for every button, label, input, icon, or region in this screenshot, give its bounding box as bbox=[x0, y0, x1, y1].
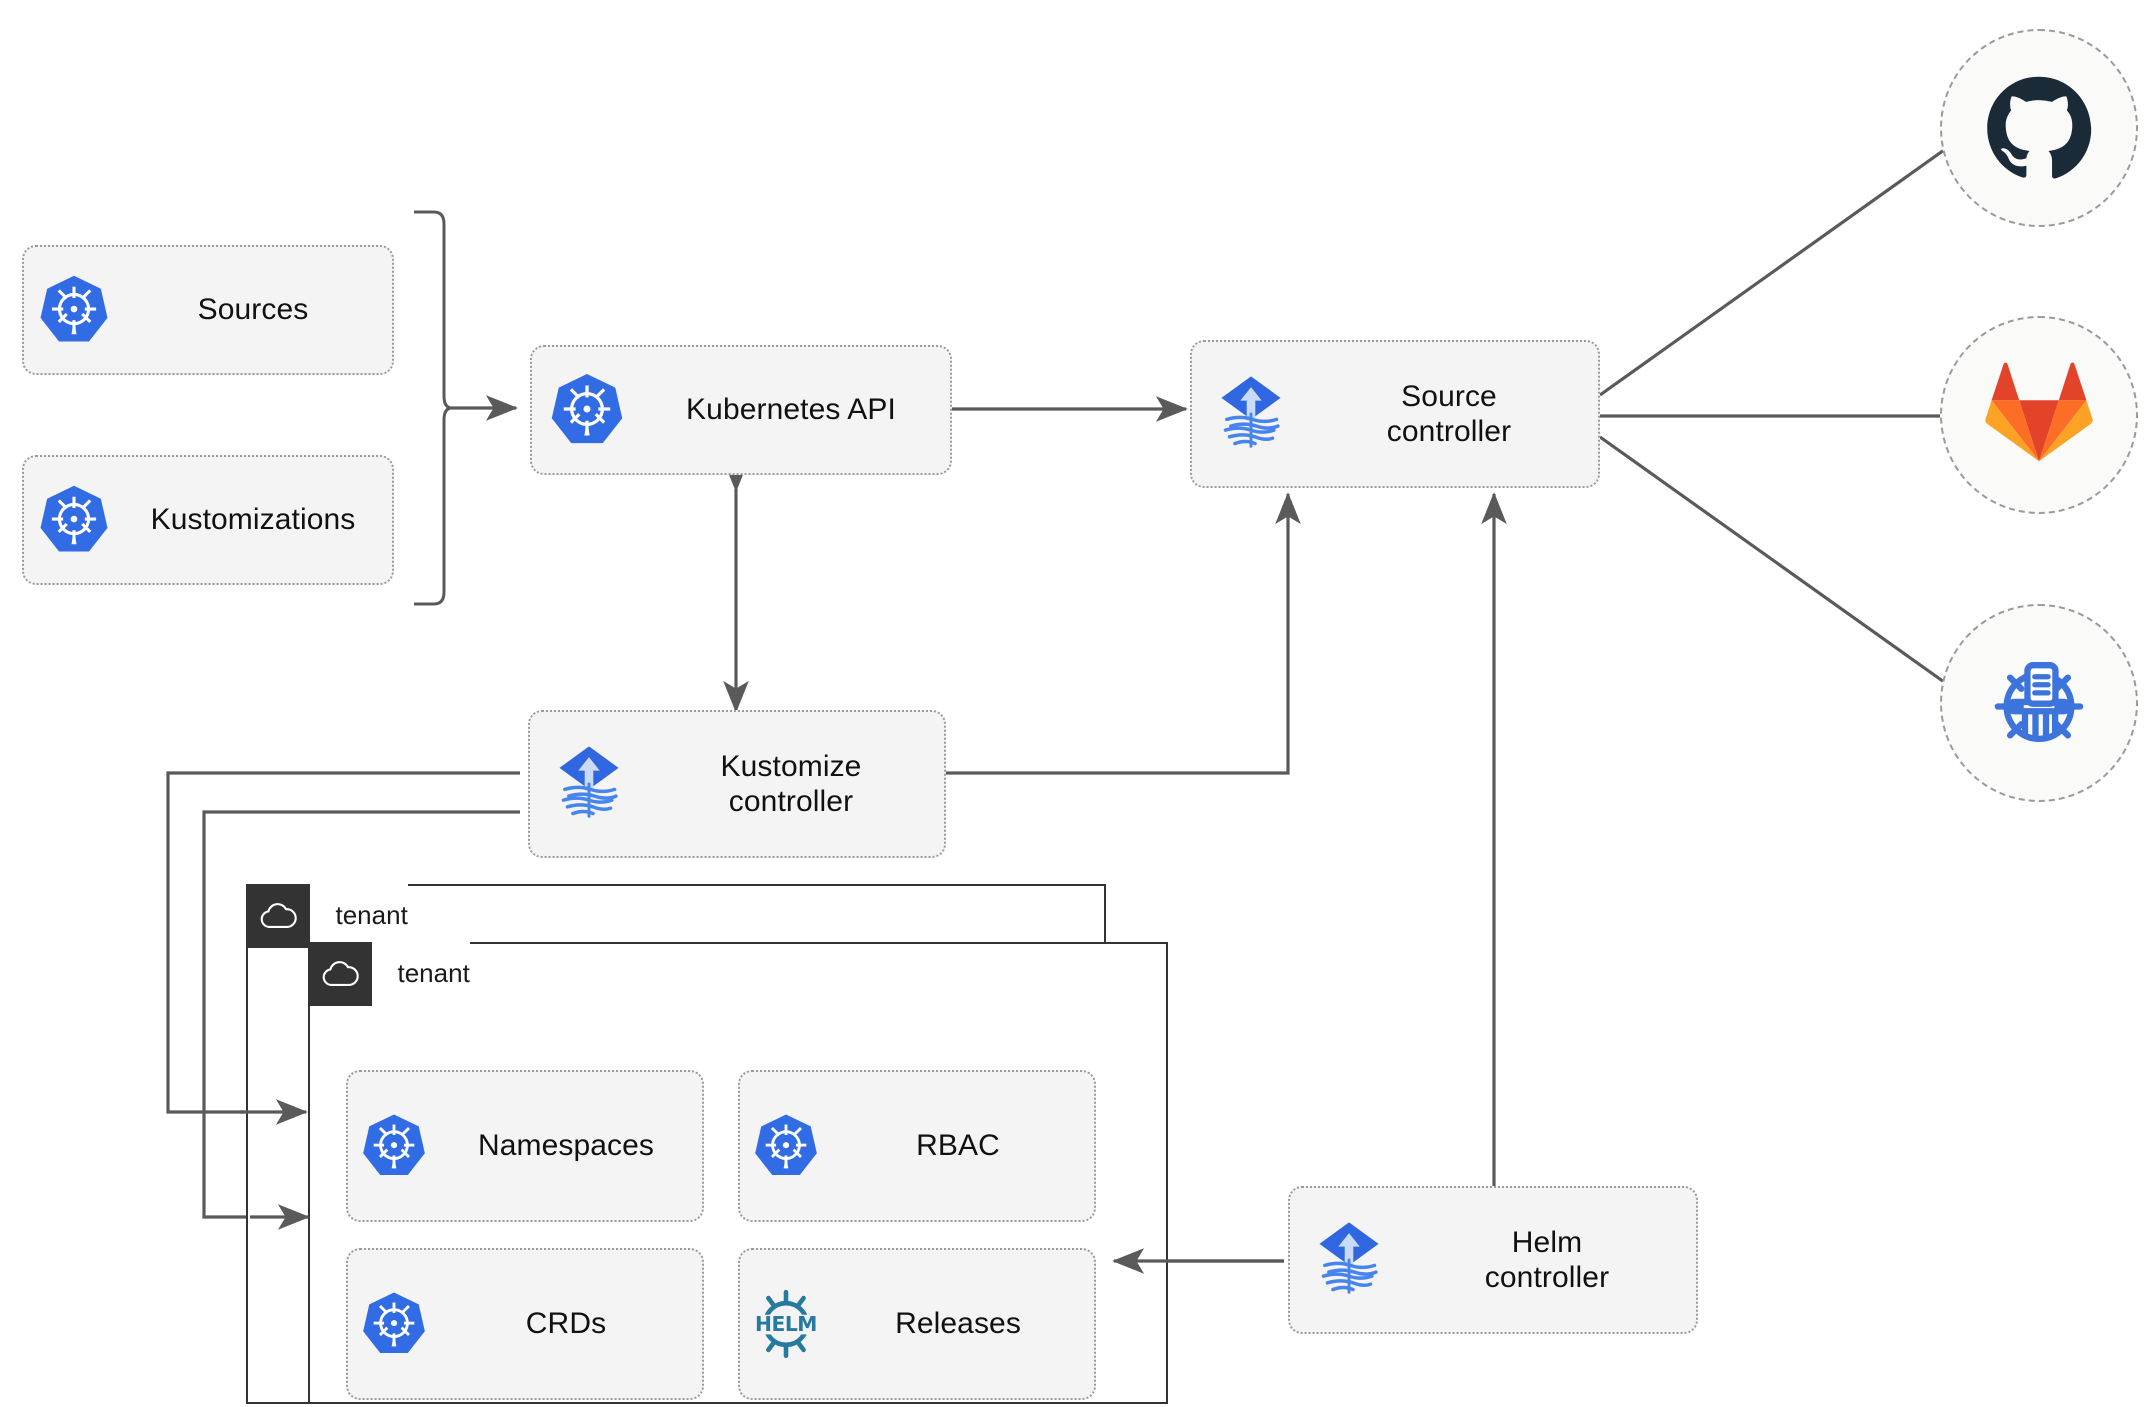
helm-repository-icon bbox=[1994, 662, 2084, 743]
helm-controller-label: Helm controller bbox=[1484, 1225, 1610, 1294]
tenant-object-releases[interactable]: HELM Releases bbox=[738, 1248, 1096, 1400]
kustomize-controller-label: Kustomize controller bbox=[720, 749, 862, 818]
kubernetes-icon bbox=[24, 272, 124, 348]
kubernetes-api-label: Kubernetes API bbox=[686, 393, 896, 427]
kubernetes-icon bbox=[24, 482, 124, 558]
tenant-name-back: tenant bbox=[335, 900, 408, 930]
cloud-icon bbox=[245, 883, 310, 948]
tenant-object-label: Releases bbox=[895, 1307, 1021, 1341]
kubernetes-icon bbox=[532, 370, 642, 450]
tenant-header-back: tenant bbox=[245, 883, 408, 948]
provider-github[interactable] bbox=[1940, 29, 2138, 227]
resource-label: Kustomizations bbox=[150, 503, 356, 537]
flux-icon bbox=[530, 741, 648, 827]
flux-icon bbox=[1290, 1217, 1408, 1303]
kubernetes-icon bbox=[348, 1289, 440, 1359]
github-icon bbox=[1987, 76, 2092, 179]
helm-icon: HELM bbox=[740, 1287, 832, 1361]
tenant-object-rbac[interactable]: RBAC bbox=[738, 1070, 1096, 1222]
resource-label: Sources bbox=[197, 293, 309, 327]
kubernetes-icon bbox=[740, 1111, 832, 1181]
gitlab-icon bbox=[1985, 362, 2093, 462]
provider-helm-repository[interactable] bbox=[1940, 604, 2138, 802]
tenant-object-namespaces[interactable]: Namespaces bbox=[346, 1070, 704, 1222]
resource-node-sources[interactable]: Sources bbox=[22, 245, 394, 375]
tenant-object-label: Namespaces bbox=[477, 1129, 655, 1163]
kubernetes-icon bbox=[348, 1111, 440, 1181]
flux-icon bbox=[1192, 371, 1310, 457]
resource-node-kustomizations[interactable]: Kustomizations bbox=[22, 455, 394, 585]
tenant-header-front: tenant bbox=[307, 941, 470, 1006]
tenant-objects-grid: Namespaces bbox=[346, 1070, 1096, 1400]
cloud-icon bbox=[307, 941, 372, 1006]
tenant-container-front[interactable]: tenant bbox=[307, 941, 1168, 1404]
provider-gitlab[interactable] bbox=[1940, 316, 2138, 514]
source-controller-node[interactable]: Source controller bbox=[1190, 340, 1600, 488]
tenant-name-front: tenant bbox=[397, 958, 470, 988]
source-controller-label: Source controller bbox=[1386, 379, 1512, 448]
svg-text:HELM: HELM bbox=[755, 1312, 817, 1336]
helm-controller-node[interactable]: Helm controller bbox=[1288, 1186, 1698, 1334]
tenant-object-label: CRDs bbox=[525, 1307, 607, 1341]
kubernetes-api-node[interactable]: Kubernetes API bbox=[530, 345, 952, 475]
tenant-object-crds[interactable]: CRDs bbox=[346, 1248, 704, 1400]
tenant-object-label: RBAC bbox=[916, 1129, 1000, 1163]
kustomize-controller-node[interactable]: Kustomize controller bbox=[528, 710, 946, 858]
